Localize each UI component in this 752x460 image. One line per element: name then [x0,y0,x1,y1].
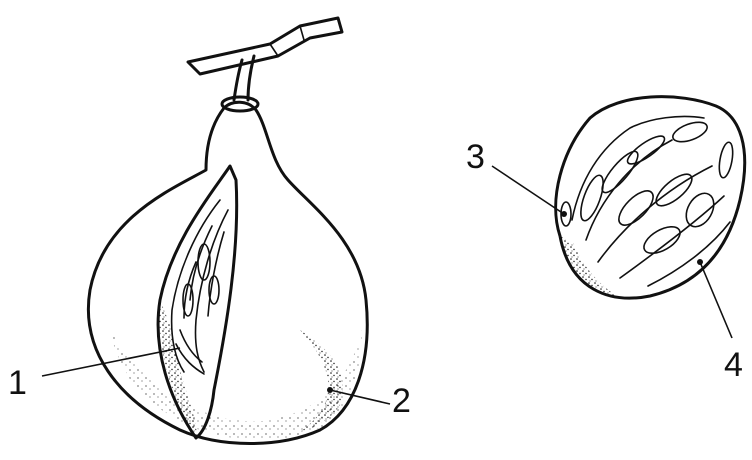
fruit-shading [110,330,362,440]
leader-line-3 [492,166,564,214]
fruit-inner-structure [172,200,228,374]
seed-drawing [492,97,745,338]
fruit-outer-body [88,102,367,443]
leader-line-1 [42,348,180,376]
label-1: 1 [8,364,27,402]
leader-line-4 [700,262,732,338]
label-2: 2 [392,382,411,420]
label-3: 3 [466,138,485,176]
fruit-drawing [42,18,390,444]
label-4: 4 [724,346,743,384]
fruit-stem [188,18,342,111]
